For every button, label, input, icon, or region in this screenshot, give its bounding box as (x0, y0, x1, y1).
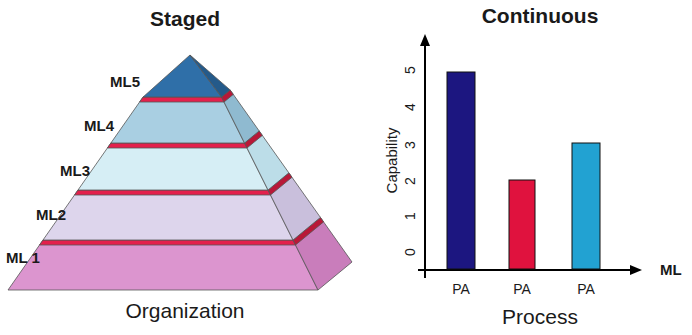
tick-label: 5 (403, 66, 417, 74)
pyramid-side (245, 131, 289, 190)
level-label: ML3 (60, 163, 90, 178)
pyramid-title: Staged (150, 8, 220, 29)
bar (447, 72, 475, 269)
y-axis (424, 44, 426, 278)
pyramid-level (43, 190, 293, 240)
level-label: ML2 (36, 207, 66, 222)
level-label: ML 1 (6, 250, 40, 265)
category-label: PA (452, 282, 470, 296)
pyramid-level (78, 143, 268, 190)
tick-label: 3 (403, 141, 417, 149)
category-label: PA (513, 282, 531, 296)
axis-title: Process (502, 306, 578, 327)
pyramid-level (8, 240, 318, 290)
pyramid (8, 55, 352, 290)
bar-chart (418, 34, 642, 278)
level-band (140, 97, 224, 102)
bar (509, 180, 535, 269)
pyramid-caption: Organization (125, 300, 244, 321)
bar (572, 143, 600, 269)
tick-label: 2 (403, 177, 417, 185)
tick-label: 1 (403, 212, 417, 220)
chart-title: Continuous (482, 5, 599, 26)
level-label: ML4 (84, 118, 114, 133)
pyramid-side (190, 55, 230, 97)
level-band (40, 240, 296, 245)
level-band (75, 190, 271, 195)
pyramid-side (222, 90, 260, 143)
tick-label: 4 (403, 103, 417, 111)
tick-label: 0 (403, 248, 417, 256)
axis-label: ML (660, 262, 682, 277)
axis-arrow (630, 265, 642, 275)
axis-title: Capability (385, 127, 400, 193)
level-band (107, 143, 247, 148)
level-label: ML5 (110, 74, 140, 89)
category-label: PA (577, 282, 595, 296)
pyramid-level (111, 97, 245, 143)
axis-arrow (420, 34, 430, 46)
